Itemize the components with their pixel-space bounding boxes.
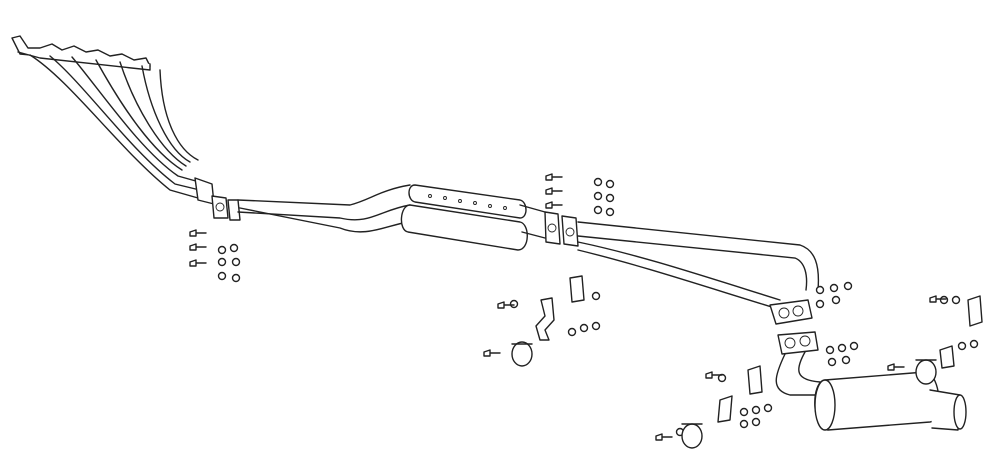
nut (763, 403, 773, 413)
gasket-middle (544, 211, 579, 247)
gasket-front (211, 195, 241, 221)
nut (829, 283, 839, 293)
nut (841, 355, 851, 365)
nut (593, 191, 603, 201)
nut (509, 299, 519, 309)
bolt (887, 363, 905, 371)
center-mufflers (400, 184, 546, 251)
front-pipe (237, 184, 411, 233)
y-pipe (577, 221, 820, 325)
nut (229, 243, 239, 253)
bolt (705, 371, 723, 379)
nut (605, 179, 615, 189)
nut (605, 193, 615, 203)
nut (827, 357, 837, 367)
nut (739, 419, 749, 429)
hardware-bolts-nuts (189, 173, 979, 441)
bolt (189, 259, 207, 267)
exhaust-manifold (11, 35, 215, 205)
nut (849, 341, 859, 351)
nut (217, 271, 227, 281)
bolt (189, 243, 207, 251)
bolt (929, 295, 947, 303)
nut (579, 323, 589, 333)
rear-muffler (814, 371, 967, 431)
nut (593, 177, 603, 187)
bolt (189, 229, 207, 237)
nut (951, 295, 961, 305)
nut (969, 339, 979, 349)
bolt (483, 349, 501, 357)
nut (815, 299, 825, 309)
nut (593, 205, 603, 215)
pipe-clamps (511, 341, 937, 449)
nut (217, 245, 227, 255)
resonator-perforations (428, 194, 507, 210)
nut (751, 417, 761, 427)
bolt (655, 433, 673, 441)
nut (837, 343, 847, 353)
nut (231, 273, 241, 283)
nut (939, 295, 949, 305)
nut (605, 207, 615, 217)
nut (231, 257, 241, 267)
nut (567, 327, 577, 337)
nut (591, 321, 601, 331)
hanger-brackets (535, 275, 983, 423)
nut (591, 291, 601, 301)
nut (843, 281, 853, 291)
nut (751, 405, 761, 415)
nut (217, 257, 227, 267)
bolt (545, 173, 563, 181)
nut (815, 285, 825, 295)
nut (831, 295, 841, 305)
rear-pipe (775, 331, 831, 396)
nut (739, 407, 749, 417)
nut (957, 341, 967, 351)
nut (825, 345, 835, 355)
bolt (545, 201, 563, 209)
bolt (545, 187, 563, 195)
bolt (497, 301, 515, 309)
